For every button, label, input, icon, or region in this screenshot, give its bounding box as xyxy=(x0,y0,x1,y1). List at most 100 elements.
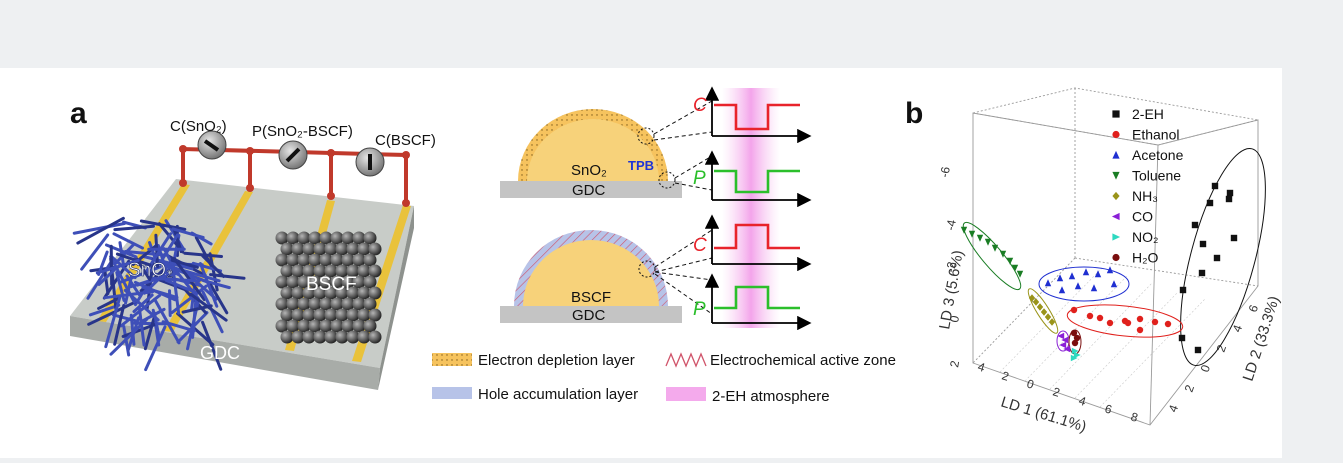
axis-x-title: LD 1 (61.1%) xyxy=(999,394,1088,436)
data-point-5 xyxy=(1059,342,1066,348)
data-point-0 xyxy=(1207,200,1213,206)
data-point-2 xyxy=(1083,268,1089,275)
figure-canvas: a xyxy=(0,68,1282,458)
data-point-3 xyxy=(1007,258,1013,265)
grain-bottom-material: BSCF xyxy=(571,289,611,306)
data-point-0 xyxy=(1199,270,1205,276)
data-point-1 xyxy=(1137,327,1143,333)
data-point-1 xyxy=(1097,315,1103,321)
panel-a-label: a xyxy=(70,97,87,130)
ellipse-toluene xyxy=(957,217,1028,296)
legend-marker-4 xyxy=(1112,192,1119,200)
panel-b-label: b xyxy=(905,97,923,130)
legend-marker-7 xyxy=(1112,254,1119,261)
z-tick-label: -4 xyxy=(943,218,959,231)
legend-zone-swatch xyxy=(666,354,706,366)
data-point-0 xyxy=(1195,347,1201,353)
legend-entry-7: H₂O xyxy=(1132,250,1159,266)
data-point-1 xyxy=(1087,313,1093,319)
y-tick-label: 0 xyxy=(1198,363,1214,374)
grain-top-substrate: GDC xyxy=(572,182,606,199)
data-point-1 xyxy=(1152,319,1158,325)
data-point-1 xyxy=(1071,307,1077,313)
x-tick-label: 4 xyxy=(1077,393,1088,408)
legend-atmosphere-text: 2-EH atmosphere xyxy=(712,388,830,405)
legend-entry-0: 2-EH xyxy=(1132,106,1164,122)
data-point-4 xyxy=(1037,303,1043,310)
legend-hole-swatch xyxy=(432,387,472,399)
data-point-0 xyxy=(1192,222,1198,228)
legend-depletion-swatch xyxy=(432,353,472,366)
legend-depletion-text: Electron depletion layer xyxy=(478,352,635,369)
y-tick-label: 4 xyxy=(1166,403,1182,414)
data-point-0 xyxy=(1179,335,1185,341)
data-point-4 xyxy=(1041,308,1047,315)
label-c-sno2: C(SnO₂) xyxy=(170,118,227,135)
tpb-label: TPB xyxy=(628,158,654,173)
data-point-2 xyxy=(1069,272,1075,279)
data-point-7 xyxy=(1072,340,1078,346)
label-c-bscf: C(BSCF) xyxy=(375,132,436,149)
signal-4-label: P xyxy=(693,299,706,320)
data-point-2 xyxy=(1095,270,1101,277)
figure-panel: a xyxy=(0,68,1282,458)
axis-z-title: LD 3 (5.6%) xyxy=(936,249,967,331)
legend-marker-6 xyxy=(1112,233,1120,240)
x-tick-label: 6 xyxy=(1103,401,1114,416)
data-point-1 xyxy=(1107,320,1113,326)
data-point-1 xyxy=(1125,320,1131,326)
legend-entry-3: Toluene xyxy=(1132,168,1181,184)
x-tick-label: 2 xyxy=(1051,384,1062,399)
signal-3-label: C xyxy=(693,235,707,256)
legend-entry-2: Acetone xyxy=(1132,147,1184,163)
data-point-3 xyxy=(961,227,967,234)
data-point-0 xyxy=(1212,183,1218,189)
grain-bottom-substrate: GDC xyxy=(572,307,606,324)
data-point-3 xyxy=(969,231,975,238)
scatter-points xyxy=(961,183,1237,361)
data-point-3 xyxy=(992,245,998,252)
panel-a-grains: SnO₂ GDC TPB BSCF GDC C xyxy=(432,88,896,405)
grain-top-material: SnO₂ xyxy=(571,162,607,179)
z-tick-label: -6 xyxy=(937,165,953,178)
data-point-2 xyxy=(1075,282,1081,289)
data-point-1 xyxy=(1137,316,1143,322)
data-point-0 xyxy=(1231,235,1237,241)
legend-entry-5: CO xyxy=(1132,209,1153,225)
data-point-1 xyxy=(1165,321,1171,327)
legend-marker-1 xyxy=(1112,131,1119,138)
data-point-2 xyxy=(1059,286,1065,293)
data-point-3 xyxy=(977,235,983,242)
legend-entry-4: NH₃ xyxy=(1132,188,1158,204)
atmosphere-band xyxy=(722,88,780,328)
z-tick-label: 2 xyxy=(947,359,962,368)
x-tick-label: 8 xyxy=(1129,409,1140,424)
data-point-0 xyxy=(1200,241,1206,247)
data-point-0 xyxy=(1180,287,1186,293)
meter-pmixed-icon xyxy=(279,141,307,169)
legend-atmosphere-swatch xyxy=(666,387,706,401)
meter-cbscf-icon xyxy=(356,148,384,176)
meter-csno2-icon xyxy=(198,131,226,159)
legend-entry-1: Ethanol xyxy=(1132,127,1179,143)
data-point-0 xyxy=(1214,255,1220,261)
legend-marker-0 xyxy=(1112,110,1119,117)
x-tick-label: 2 xyxy=(1000,368,1011,383)
legend-hole-text: Hole accumulation layer xyxy=(478,386,638,403)
label-sno2-film: SnO₂ xyxy=(128,260,173,281)
legend-marker-2 xyxy=(1112,151,1119,159)
legend-marker-5 xyxy=(1112,213,1120,220)
panel-a: a xyxy=(70,97,436,390)
data-point-2 xyxy=(1045,279,1051,286)
data-point-0 xyxy=(1226,196,1232,202)
data-point-3 xyxy=(985,239,991,246)
label-bscf-film: BSCF xyxy=(306,274,357,295)
data-point-4 xyxy=(1045,313,1051,320)
signal-2-label: P xyxy=(693,168,706,189)
legend-zone-text: Electrochemical active zone xyxy=(710,352,896,369)
legend-entry-6: NO₂ xyxy=(1132,229,1158,245)
data-point-0 xyxy=(1227,190,1233,196)
label-substrate: GDC xyxy=(200,343,240,363)
